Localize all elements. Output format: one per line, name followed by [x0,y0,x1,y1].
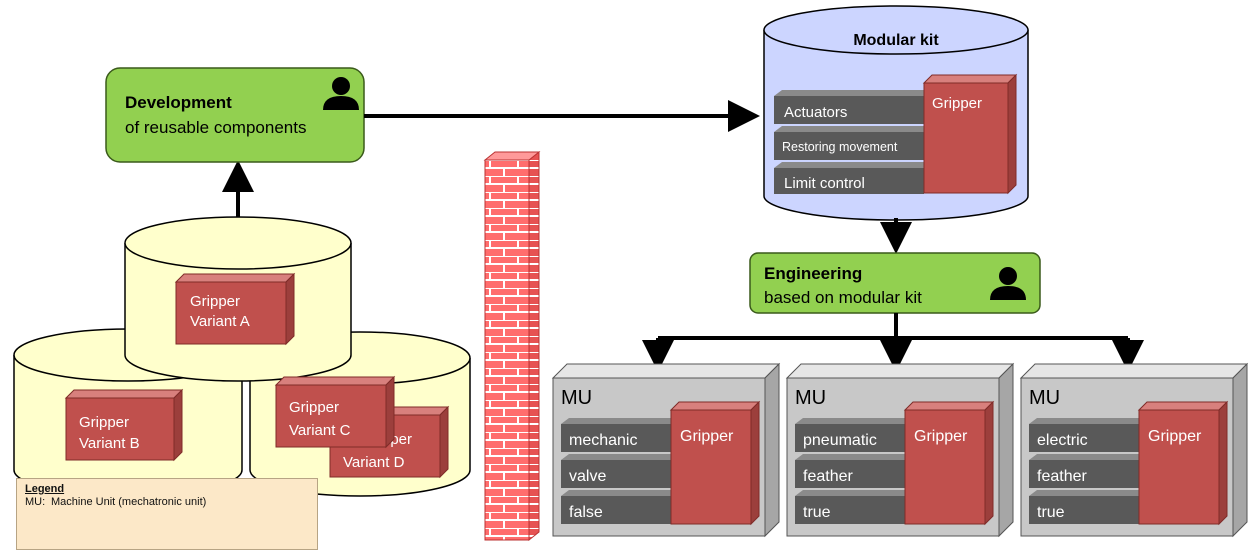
machine-unit-module: mechanic [561,418,679,452]
gripper-variant-a: Gripper Variant A [174,272,296,346]
kit-module-limit: Limit control [774,162,932,194]
brick-wall-icon [483,150,541,542]
legend: Legend MU: Machine Unit (mechatronic unit… [16,478,318,550]
variant-a-line2: Variant A [190,313,250,330]
legend-abbr: MU: [25,496,46,508]
variant-c-line1: Gripper [289,399,339,416]
svg-text:Actuators: Actuators [784,104,847,121]
modular-kit-cylinder: Modular kit Actuators Restoring movement… [763,5,1029,221]
gripper-variant-c: Gripper Variant C [274,375,396,449]
machine-unit-box: MU pneumatic feather true Gripper [785,362,1015,538]
modular-kit-title: Modular kit [853,32,939,49]
machine-unit-module-label: electric [1037,432,1088,449]
machine-unit-gripper: Gripper [903,400,995,526]
machine-unit-module: true [1029,490,1147,524]
variant-b-line2: Variant B [79,435,140,452]
variant-c-line2: Variant C [289,422,351,439]
machine-unit-gripper-label: Gripper [1148,428,1202,445]
machine-unit-module: pneumatic [795,418,913,452]
machine-unit-module-label: mechanic [569,432,637,449]
person-icon [990,267,1026,300]
machine-unit-module: true [795,490,913,524]
machine-unit-module: feather [795,454,913,488]
development-box: Development of reusable components [105,67,365,163]
kit-module-actuators: Actuators [774,90,932,124]
machine-unit-label: MU [561,387,592,409]
development-title: Development [125,93,232,112]
machine-unit-module-label: valve [569,468,606,485]
machine-unit-module-label: true [803,504,831,521]
machine-unit-module-label: pneumatic [803,432,877,449]
variant-a-line1: Gripper [190,293,240,310]
engineering-title: Engineering [764,264,862,283]
machine-unit-gripper-label: Gripper [914,428,968,445]
svg-text:Gripper: Gripper [932,95,982,112]
variant-d-line2: Variant D [343,454,405,471]
variant-b-line1: Gripper [79,414,129,431]
engineering-subtitle: based on modular kit [764,288,922,307]
engineering-box: Engineering based on modular kit [749,252,1041,314]
machine-unit-gripper: Gripper [669,400,761,526]
machine-unit-module: valve [561,454,679,488]
machine-unit-gripper: Gripper [1137,400,1229,526]
machine-units: MU mechanic valve false Gripper MU pneumatic fe… [551,362,1248,538]
machine-unit-module-label: feather [803,468,853,485]
kit-module-restoring: Restoring movement [774,126,932,160]
legend-text: Machine Unit (mechatronic unit) [51,496,207,508]
machine-unit-gripper-label: Gripper [680,428,734,445]
svg-text:Restoring movement: Restoring movement [782,140,898,154]
machine-unit-label: MU [795,387,826,409]
machine-unit-label: MU [1029,387,1060,409]
machine-unit-module: false [561,490,679,524]
gripper-variant-b: Gripper Variant B [64,388,184,462]
svg-text:Limit control: Limit control [784,175,865,192]
kit-gripper: Gripper [922,73,1018,195]
machine-unit-module: electric [1029,418,1147,452]
machine-unit-module-label: false [569,504,603,521]
machine-unit-module-label: true [1037,504,1065,521]
machine-unit-box: MU mechanic valve false Gripper [551,362,781,538]
person-icon [323,77,359,110]
machine-unit-box: MU electric feather true Gripper [1019,362,1248,538]
machine-unit-module-label: feather [1037,468,1087,485]
branch-arrows [642,313,1144,372]
machine-unit-module: feather [1029,454,1147,488]
legend-title: Legend [25,483,65,495]
development-subtitle: of reusable components [125,118,306,137]
